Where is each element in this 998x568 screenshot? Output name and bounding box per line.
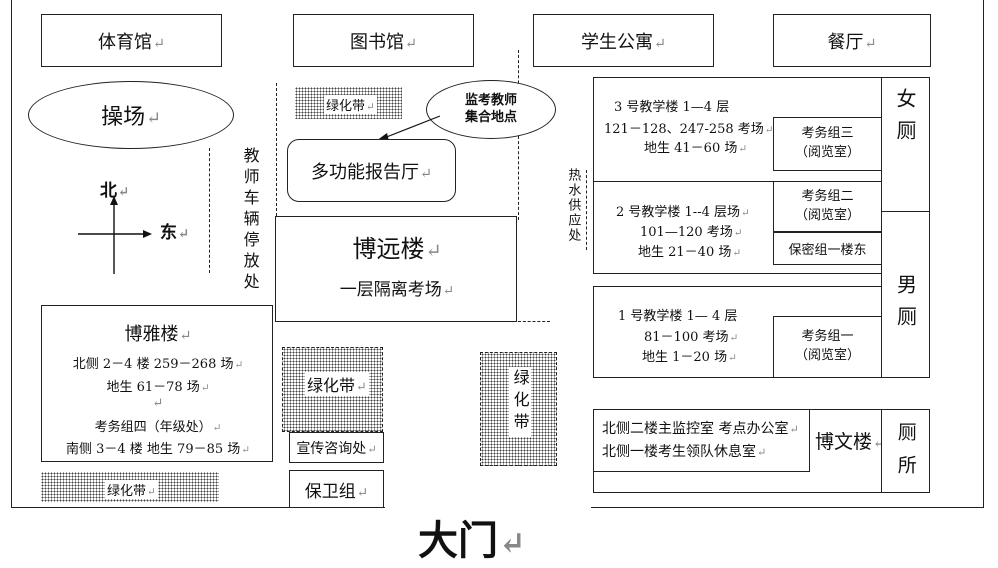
- green-belt-middle-label: 绿化带: [305, 372, 369, 396]
- secrecy-group: 保密组一楼东: [773, 232, 882, 265]
- toilet-bottom-box: 厕所: [894, 422, 917, 488]
- toilet-bottom-label: 厕所: [894, 422, 917, 488]
- library: 图书馆: [293, 14, 474, 67]
- b1-line-1: 1 号教学楼 1— 4 层: [618, 309, 738, 324]
- boya-title: 博雅楼: [42, 320, 274, 346]
- security-group: 保卫组: [289, 470, 384, 508]
- hot-water-divider: [586, 170, 587, 250]
- boya-line-1: 北侧 2－4 楼 259－268 场: [42, 353, 274, 372]
- canteen: 餐厅: [773, 14, 931, 67]
- female-toilet: 女厕: [881, 77, 930, 212]
- gate-opening: [385, 505, 591, 511]
- library-divider-left: [276, 83, 277, 216]
- hot-water-label: 热水供应处: [565, 168, 581, 243]
- main-gate: 大门: [418, 508, 526, 566]
- hot-water: 热水供应处: [563, 168, 581, 243]
- b2-line-3: 地生 21－40 场: [638, 241, 741, 260]
- exam-group-2: 考务组二 （阅览室）: [773, 181, 882, 232]
- b2-line-2: 101—120 考场: [640, 221, 742, 240]
- gym: 体育馆: [41, 14, 222, 67]
- boya-line-4: 南侧 3－4 楼 地生 79－85 场: [42, 438, 274, 457]
- compass-north: 北: [100, 176, 129, 201]
- security-label: 保卫组: [305, 477, 368, 502]
- boyuan-building: 博远楼 一层隔离考场: [275, 216, 517, 322]
- b1-line-3: 地生 1－20 场: [642, 346, 737, 365]
- boya-blank: ↵: [152, 396, 164, 411]
- playground: 操场: [28, 81, 234, 149]
- teacher-parking: 教师车辆停放处: [240, 147, 260, 294]
- exam-group-2-room: （阅览室）: [794, 207, 860, 223]
- canteen-label: 餐厅: [827, 28, 876, 54]
- proctor-meeting-line-1: 监考教师: [464, 93, 517, 109]
- publicity-label: 宣传咨询处: [296, 438, 376, 458]
- exam-group-1-room: （阅览室）: [794, 348, 860, 363]
- playground-label: 操场: [101, 99, 161, 131]
- proctor-meeting-point: 监考教师 集合地点: [426, 80, 556, 139]
- boyuan-title: 博远楼: [276, 229, 518, 264]
- exam-group-1-label: 考务组一: [801, 329, 854, 345]
- male-toilet: 男厕: [881, 211, 930, 378]
- compass-east: 东: [160, 218, 189, 243]
- exam-group-3-label: 考务组三: [801, 126, 854, 142]
- report-hall-label: 多功能报告厅: [311, 158, 432, 184]
- main-gate-label: 大门: [418, 517, 526, 564]
- toilet-bottom: 厕所: [881, 409, 930, 493]
- bowen-offices: 北侧二楼主监控室 考点办公室 北侧一楼考生领队休息室: [593, 409, 810, 472]
- exam-group-2-label: 考务组二: [801, 188, 854, 204]
- compass: 北 东: [76, 176, 177, 278]
- green-belt-vertical-label: 绿化带: [510, 369, 530, 435]
- exam-group-3-room: （阅览室）: [794, 145, 860, 160]
- library-label: 图书馆: [350, 28, 417, 54]
- boya-line-3: 考务组四（年级处）: [42, 416, 274, 435]
- boyuan-dashed-edge: [518, 321, 550, 322]
- proctor-meeting-line-2: 集合地点: [464, 109, 517, 125]
- female-toilet-box: 女厕: [893, 88, 917, 152]
- b1-line-2: 81－100 考场: [644, 326, 738, 345]
- b2-line-1: 2 号教学楼 1--4 层场: [616, 201, 750, 220]
- b3-line-2: 121－128、247-258 考场: [604, 118, 774, 137]
- male-toilet-label: 男厕: [893, 274, 918, 338]
- student-dorm: 学生公寓: [533, 14, 714, 67]
- boya-building: 博雅楼 北侧 2－4 楼 259－268 场 地生 61－78 场 ↵ 考务组四…: [41, 305, 273, 462]
- bowen-line-2: 北侧一楼考生领队休息室: [602, 441, 766, 461]
- bowen-line-1: 北侧二楼主监控室 考点办公室: [602, 418, 799, 438]
- boyuan-sub: 一层隔离考场: [276, 275, 518, 300]
- exam-group-1: 考务组一 （阅览室）: [773, 316, 882, 378]
- gym-label: 体育馆: [98, 28, 165, 54]
- female-toilet-label: 女厕: [893, 88, 917, 152]
- green-belt-bottom-left-label: 绿化带: [105, 480, 158, 499]
- boya-line-2: 地生 61－78 场: [42, 376, 274, 395]
- exam-group-3: 考务组三 （阅览室）: [773, 117, 882, 171]
- teacher-parking-label: 教师车辆停放处: [240, 147, 260, 294]
- bowen-title: 博文楼: [815, 427, 886, 454]
- secrecy-group-label: 保密组一楼东: [788, 243, 867, 258]
- b3-line-3: 地生 41－60 场: [644, 137, 747, 156]
- b3-line-1: 3 号教学楼 1—4 层: [614, 100, 730, 115]
- publicity-desk: 宣传咨询处: [289, 432, 384, 463]
- green-belt-library-label: 绿化带: [324, 95, 377, 114]
- report-hall: 多功能报告厅: [287, 139, 456, 202]
- parking-divider: [209, 148, 210, 273]
- green-belt-vertical-box: 绿化带: [509, 367, 531, 437]
- male-toilet-box: 男厕: [894, 274, 918, 338]
- dorm-label: 学生公寓: [581, 28, 666, 54]
